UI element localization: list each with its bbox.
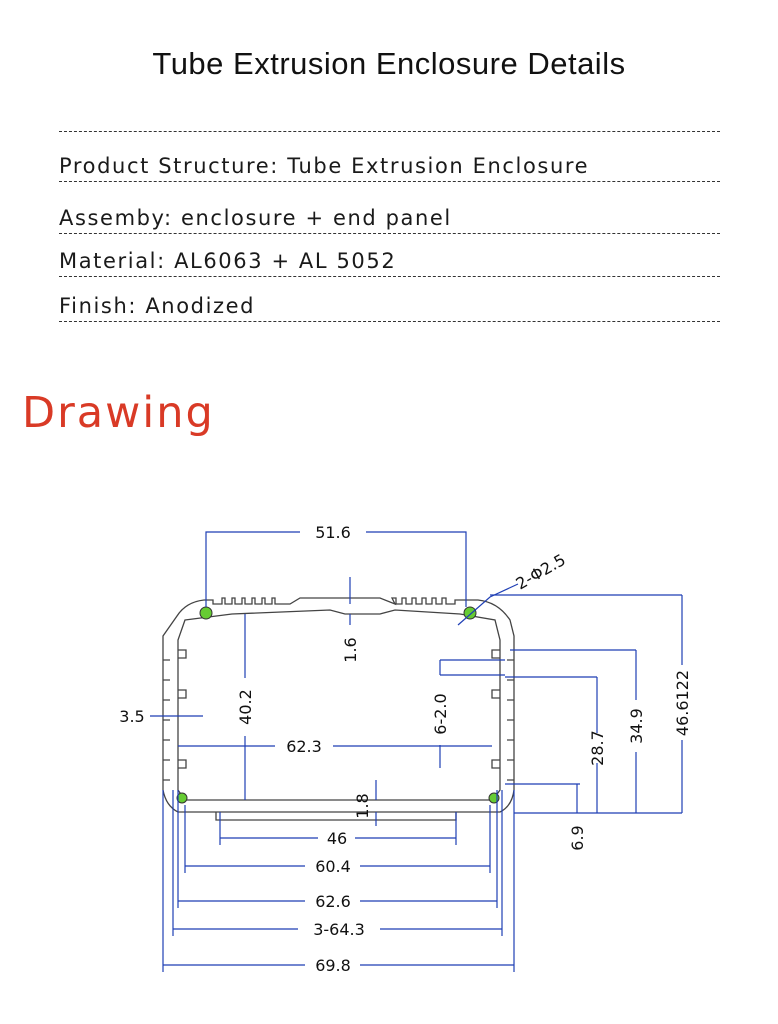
- left-fins: [163, 659, 170, 781]
- spec-assembly: Assemby: enclosure + end panel: [59, 203, 720, 234]
- spec-finish: Finish: Anodized: [59, 291, 720, 322]
- dim-34-9: 34.9: [627, 708, 646, 744]
- dim-top-wall: 1.6: [341, 637, 360, 662]
- right-fins: [507, 659, 514, 781]
- dim-slot-label: 6-2.0: [431, 693, 450, 734]
- dim-width-62-6: 62.6: [315, 892, 351, 911]
- dim-total-width: 69.8: [315, 956, 351, 975]
- dimension-lines: [150, 531, 683, 972]
- outer-outline: [162, 597, 515, 813]
- page-title: Tube Extrusion Enclosure Details: [152, 46, 626, 81]
- dim-28-7: 28.7: [588, 730, 607, 766]
- dim-width-60-4: 60.4: [315, 857, 351, 876]
- dim-left-wall: 3.5: [119, 707, 144, 726]
- technical-drawing: 51.6 2-Φ2.5 1.6 40.2 3.5 62.3 6-2.0 28.7…: [119, 523, 692, 975]
- dim-inner-height: 40.2: [236, 689, 255, 725]
- hole-top-right: [463, 606, 477, 620]
- dim-top-hole-spacing: 51.6: [315, 523, 351, 542]
- dim-bottom-wall: 1.8: [353, 793, 372, 818]
- right-rails: [491, 649, 500, 769]
- inner-outline: [177, 609, 501, 801]
- hole-bottom-left: [176, 792, 188, 804]
- drawing-heading: Drawing: [22, 388, 215, 438]
- dim-bottom-opening: 46: [327, 829, 347, 848]
- dim-width-64-3: 3-64.3: [313, 920, 365, 939]
- dim-hole-callout: 2-Φ2.5: [513, 550, 569, 593]
- spec-material: Material: AL6063 + AL 5052: [59, 246, 720, 277]
- dim-total-height: 46.6122: [673, 670, 692, 736]
- hole-top-left: [199, 606, 213, 620]
- spec-top-divider: [59, 131, 720, 132]
- screw-holes: [176, 606, 500, 804]
- spec-product-structure: Product Structure: Tube Extrusion Enclos…: [59, 151, 720, 182]
- bottom-opening: [215, 812, 457, 821]
- dim-inner-width: 62.3: [286, 737, 322, 756]
- enclosure-profile: [162, 597, 515, 821]
- dim-bottom-height: 6.9: [568, 825, 587, 850]
- left-rails: [178, 649, 187, 769]
